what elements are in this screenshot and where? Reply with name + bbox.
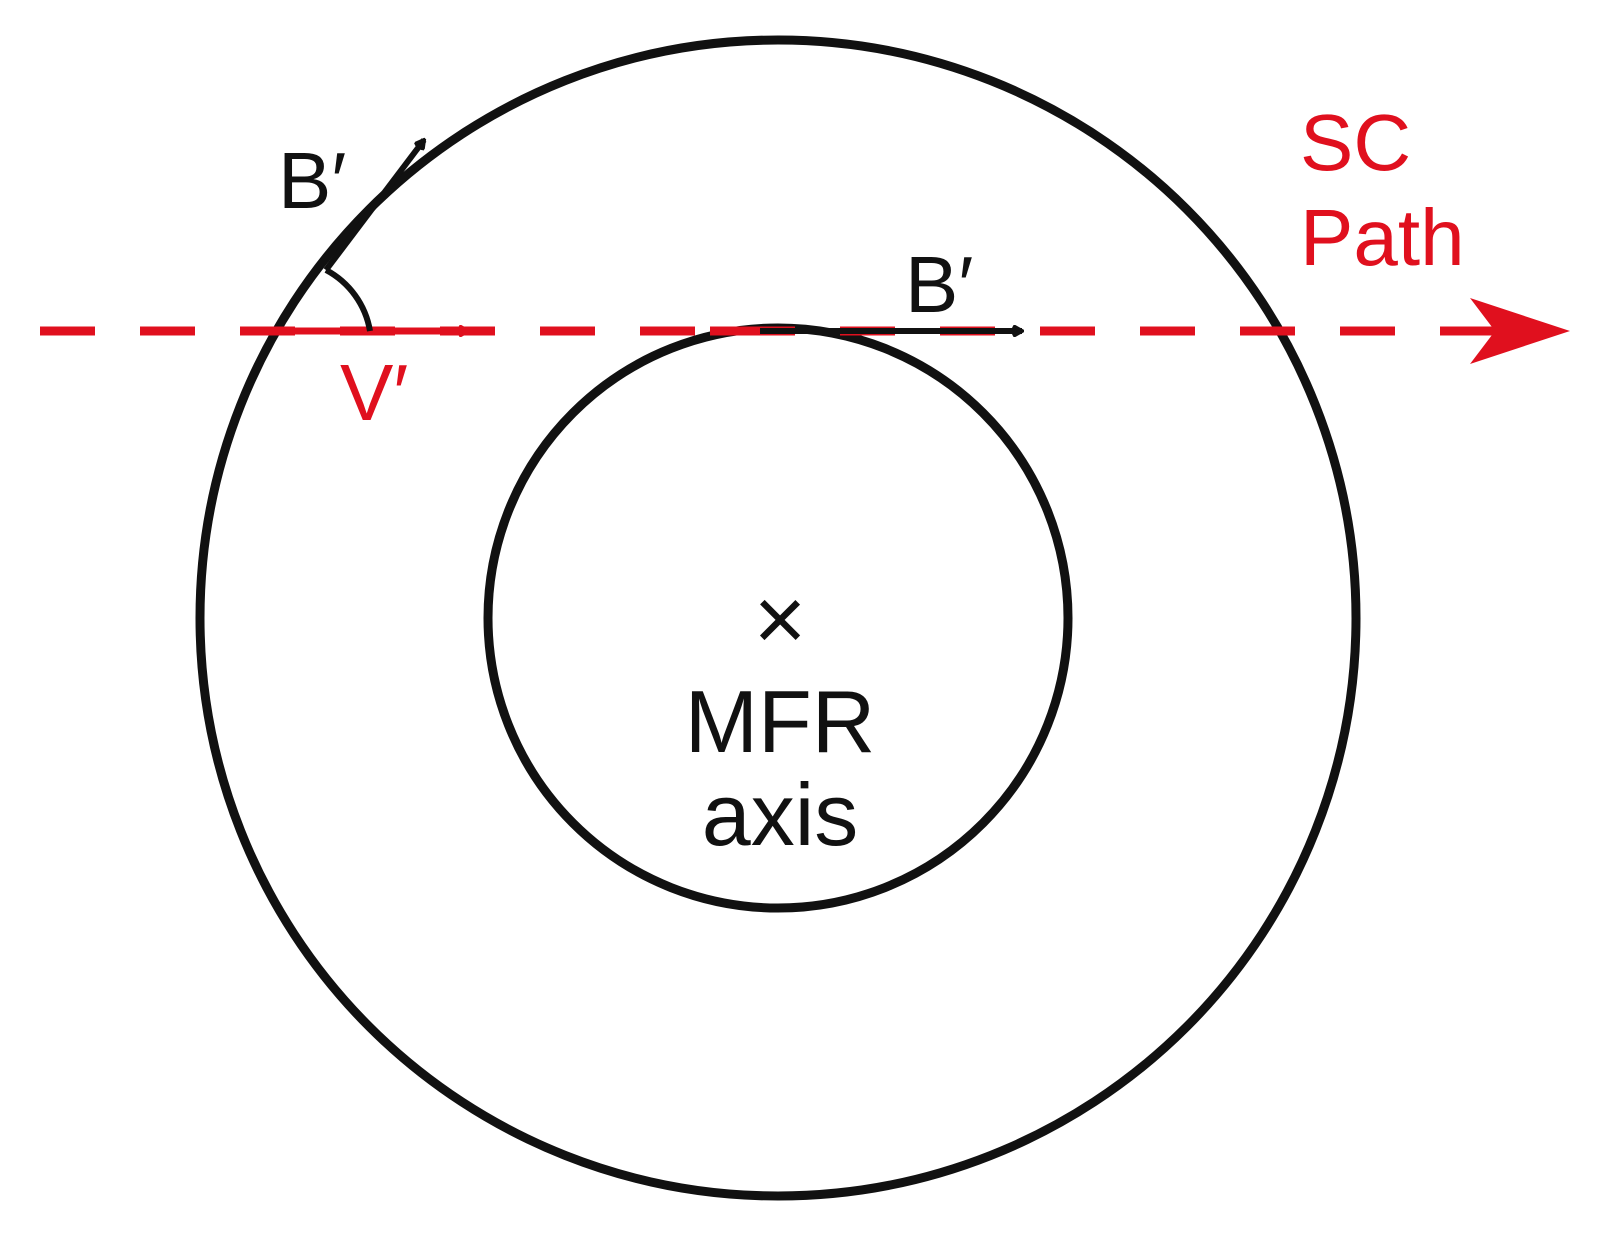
outer-circle (195, 35, 1361, 1201)
angle-arc (324, 267, 373, 332)
b-prime-inner-label: B′ (905, 240, 973, 329)
sc-path-label-line2: Path (1300, 193, 1465, 282)
v-prime-label: V′ (340, 348, 408, 437)
mfr-axis-label-line1: MFR (685, 672, 876, 771)
b-prime-outer-label: B′ (278, 136, 346, 225)
mfr-axis-label-line2: axis (702, 765, 859, 864)
axis-marker-icon: × (754, 570, 807, 670)
sc-path-label-line1: SC (1300, 98, 1411, 187)
b-prime-outer-arrow (323, 140, 424, 272)
sc-path-arrowhead (1470, 298, 1570, 364)
